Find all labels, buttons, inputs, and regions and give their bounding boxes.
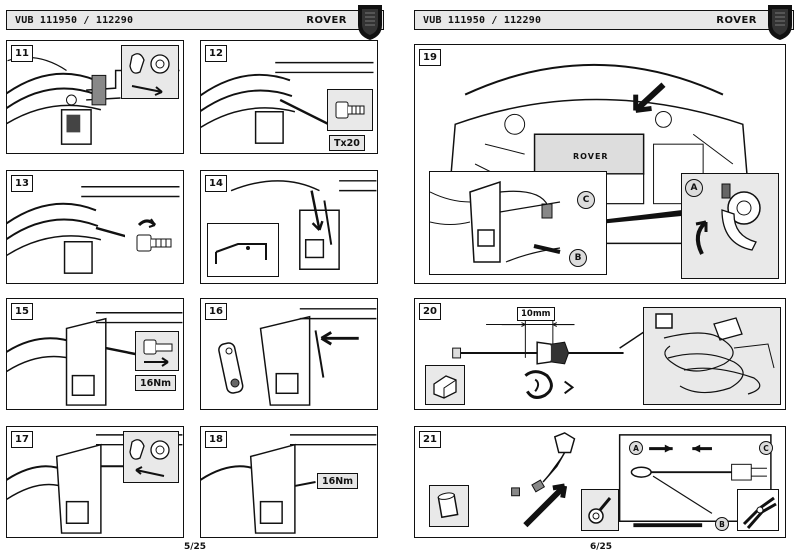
switch-detail-inset — [681, 173, 779, 279]
step-panel-20: 20 10mm — [414, 298, 786, 410]
step-number: 19 — [419, 49, 441, 66]
page-number-left: 5/25 — [184, 542, 207, 552]
torx-screw-inset — [327, 89, 373, 131]
step-panel-17: 17 — [6, 426, 184, 538]
step-number: 18 — [205, 431, 227, 448]
bolt-torque-inset — [135, 331, 179, 371]
nut-icon — [129, 439, 170, 477]
brake-switch-wiring-icon — [429, 180, 561, 263]
wiring-harness-icon — [655, 313, 775, 395]
torque-value-tag: 16Nm — [135, 375, 177, 391]
sleeve-inset — [429, 485, 469, 527]
callout-a: A — [629, 441, 643, 455]
page-number-right: 6/25 — [590, 542, 613, 552]
step-number: 21 — [419, 431, 441, 448]
step-number: 17 — [11, 431, 33, 448]
step-panel-21: 21 — [414, 426, 786, 538]
bracket-icon — [215, 243, 267, 264]
nut-install-inset — [123, 431, 179, 483]
eyelet-icon — [588, 497, 612, 524]
step-number: 11 — [11, 45, 33, 62]
torque-value-tag: 16Nm — [317, 473, 359, 489]
step-number: 14 — [205, 175, 227, 192]
callout-b: B — [569, 249, 587, 267]
step-number: 15 — [11, 303, 33, 320]
shield-logo-icon — [358, 5, 382, 40]
page-right: VUB 111950 / 112290 ROVER 19 ROVER — [408, 0, 800, 557]
engine-bracket-illustration — [7, 56, 180, 145]
shield-logo-icon — [768, 5, 792, 40]
grommet-icon — [433, 375, 457, 399]
brand-name: ROVER — [716, 14, 757, 26]
nut-icon — [129, 53, 170, 96]
engine-cover-text: ROVER — [573, 152, 609, 161]
bolt-icon — [136, 218, 172, 252]
model-code: VUB 111950 / 112290 — [15, 14, 134, 26]
tool-size-tag: Tx20 — [329, 135, 365, 151]
bracket-part-inset — [209, 339, 259, 399]
pliers-icon — [742, 496, 777, 529]
cable-grommet-illustration — [452, 320, 650, 399]
brake-switch-icon — [695, 183, 761, 255]
step-number: 12 — [205, 45, 227, 62]
sleeve-icon — [437, 492, 459, 519]
step-panel-12: 12 Tx20 — [200, 40, 378, 154]
page-header-left: VUB 111950 / 112290 ROVER — [6, 5, 384, 40]
dimension-label: 10mm — [517, 307, 555, 321]
bolt-insert-inset — [125, 215, 179, 261]
step-number: 16 — [205, 303, 227, 320]
callout-a: A — [685, 179, 703, 197]
callout-c: C — [759, 441, 773, 455]
engine-bracket-illustration — [230, 180, 377, 270]
step-panel-13: 13 — [6, 170, 184, 284]
bracket-icon — [218, 342, 244, 394]
torx-screw-icon — [335, 101, 365, 119]
engine-bracket-illustration — [201, 434, 377, 534]
model-code: VUB 111950 / 112290 — [423, 14, 542, 26]
connector-fitting-illustration — [511, 432, 772, 528]
callout-b: B — [715, 517, 729, 531]
engine-bracket-illustration — [7, 312, 183, 406]
wiring-harness-inset — [643, 307, 781, 405]
grommet-inset — [425, 365, 465, 405]
step-panel-19: 19 ROVER — [414, 44, 786, 284]
pliers-inset — [737, 489, 779, 531]
callout-c: C — [577, 191, 595, 209]
bolt-icon — [143, 339, 173, 367]
step-number: 20 — [419, 303, 441, 320]
page-left: VUB 111950 / 112290 ROVER 11 — [0, 0, 390, 557]
step-panel-15: 15 16Nm — [6, 298, 184, 410]
step-panel-16: 16 — [200, 298, 378, 410]
brand-name: ROVER — [306, 14, 347, 26]
step-panel-14: 14 — [200, 170, 378, 284]
nut-removal-inset — [121, 45, 179, 99]
step-number: 13 — [11, 175, 33, 192]
step-panel-18: 18 16Nm — [200, 426, 378, 538]
eyelet-inset — [581, 489, 619, 531]
engine-bracket-illustration — [259, 308, 377, 406]
step-panel-11: 11 — [6, 40, 184, 154]
page-header-right: VUB 111950 / 112290 ROVER — [414, 5, 794, 40]
bracket-inset — [207, 223, 279, 277]
